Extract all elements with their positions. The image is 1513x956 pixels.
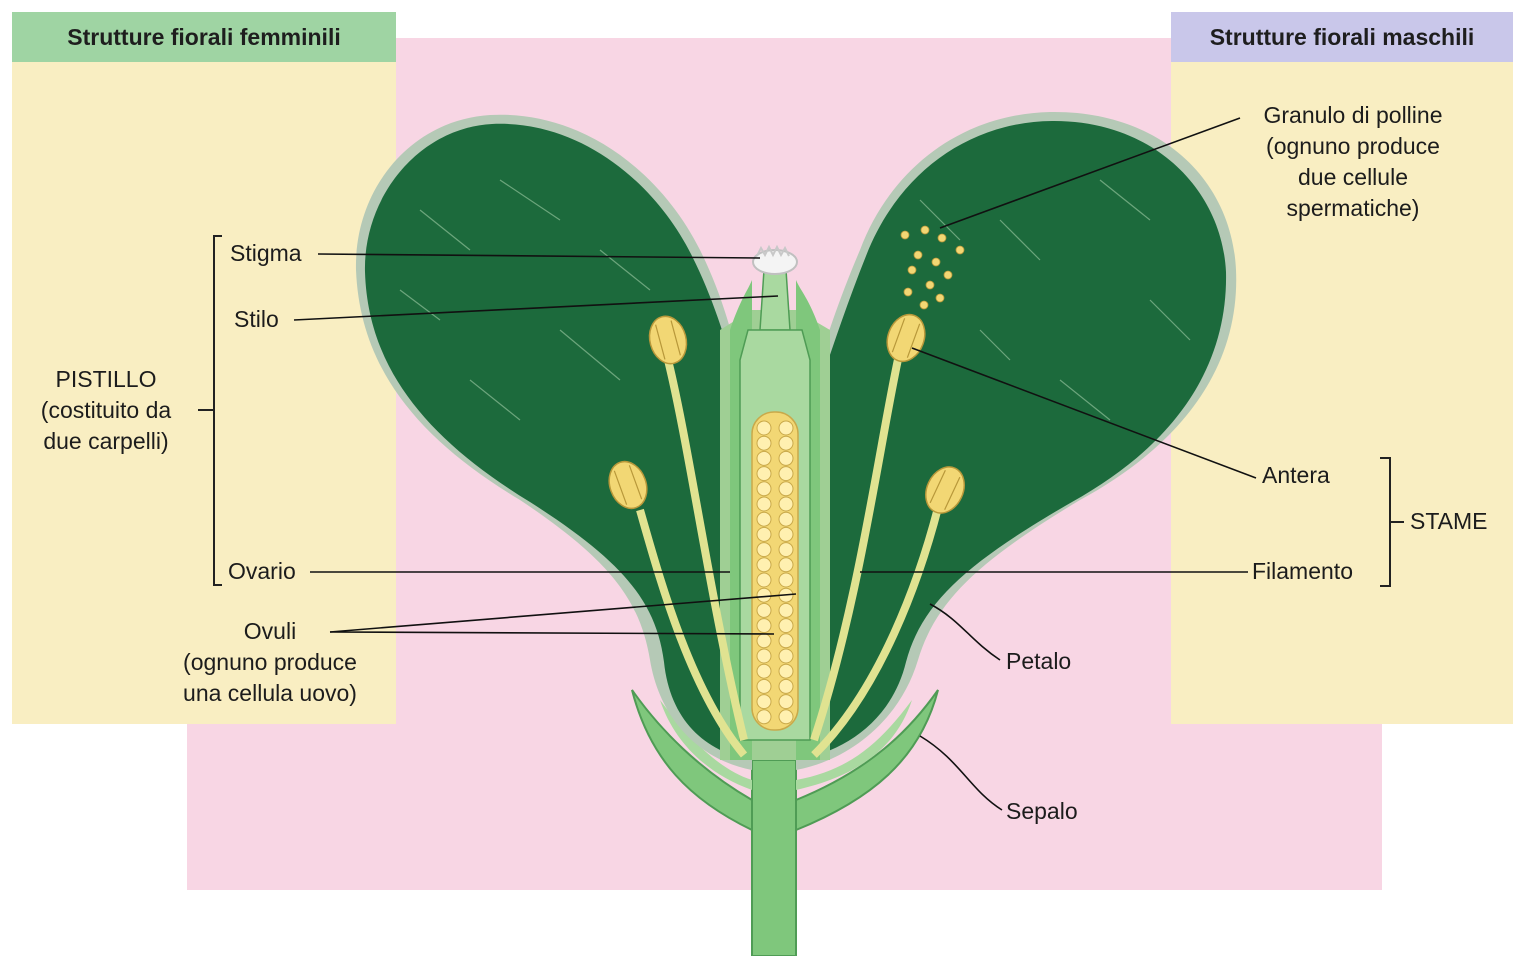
ovule <box>779 573 793 587</box>
ovule <box>779 634 793 648</box>
ovule <box>779 603 793 617</box>
ovule <box>757 649 771 663</box>
ovule <box>779 527 793 541</box>
ovule <box>779 695 793 709</box>
sepalo-label: Sepalo <box>1006 796 1078 827</box>
ovario-label: Ovario <box>228 556 296 587</box>
petalo-label: Petalo <box>1006 646 1071 677</box>
ovule <box>757 573 771 587</box>
pistil-stigma <box>753 250 797 274</box>
stigma-label: Stigma <box>230 238 302 269</box>
filamento-label: Filamento <box>1252 556 1353 587</box>
antera-label: Antera <box>1262 460 1330 491</box>
ovule <box>779 558 793 572</box>
ovule <box>779 679 793 693</box>
ovule <box>779 421 793 435</box>
ovule <box>757 421 771 435</box>
ovule <box>757 619 771 633</box>
ovule <box>779 664 793 678</box>
pistil-style <box>760 270 790 330</box>
ovule <box>757 512 771 526</box>
ovule <box>779 497 793 511</box>
ovule <box>757 497 771 511</box>
ovule <box>779 467 793 481</box>
ovule <box>779 451 793 465</box>
pistillo-bracket <box>214 236 222 585</box>
ovule <box>757 558 771 572</box>
ovuli-label: Ovuli (ognuno produce una cellula uovo) <box>150 616 390 709</box>
ovule <box>757 664 771 678</box>
ovule <box>757 634 771 648</box>
ovule <box>757 451 771 465</box>
ovule <box>757 588 771 602</box>
ovule <box>779 710 793 724</box>
stame-label: STAME <box>1410 506 1488 537</box>
ovule <box>779 543 793 557</box>
ovule <box>757 679 771 693</box>
ovule <box>757 467 771 481</box>
stilo-label: Stilo <box>234 304 279 335</box>
ovule <box>779 619 793 633</box>
ovule <box>779 649 793 663</box>
granulo-label: Granulo di polline (ognuno produce due c… <box>1222 100 1484 224</box>
sepalo-leader <box>920 736 1002 810</box>
ovule <box>757 543 771 557</box>
ovule <box>779 512 793 526</box>
ovule <box>757 436 771 450</box>
flower-stem <box>752 760 796 956</box>
ovule <box>779 436 793 450</box>
ovule <box>779 482 793 496</box>
ovule <box>757 603 771 617</box>
ovule <box>757 527 771 541</box>
ovule <box>757 482 771 496</box>
pistillo-label: PISTILLO (costituito da due carpelli) <box>28 364 184 457</box>
stame-bracket <box>1380 458 1390 586</box>
ovule <box>757 710 771 724</box>
ovule <box>757 695 771 709</box>
